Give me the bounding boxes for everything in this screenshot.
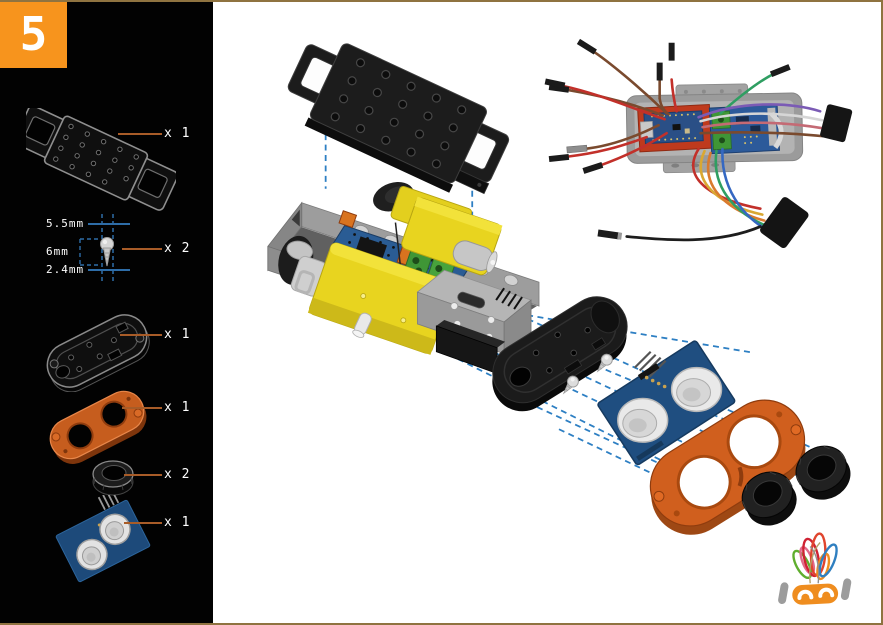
sensor-ring-icon [92, 460, 134, 496]
exploded-assembly-diagram [267, 38, 853, 605]
part-count: x 1 [164, 400, 191, 415]
screw-dimension-diagram [79, 214, 130, 284]
sensor-rings-3d [741, 445, 851, 526]
part-count: x 1 [164, 126, 191, 141]
logo-face [792, 583, 839, 605]
callout-line [124, 474, 162, 476]
callout-line [122, 248, 162, 250]
screw-length-dimension: 6mm [46, 245, 69, 258]
wire-connector-tips [544, 38, 853, 249]
callout-line [122, 407, 162, 409]
main-diagram-area [213, 2, 881, 623]
screw-glyph [100, 237, 114, 267]
callout-line [120, 334, 162, 336]
logo-hair-wires [792, 532, 838, 584]
step-number-badge: 5 [0, 2, 67, 68]
step-number: 5 [19, 7, 48, 61]
part-count: x 2 [164, 467, 191, 482]
callout-line [118, 133, 162, 135]
logo-left-wheel [778, 582, 789, 605]
part-count: x 2 [164, 241, 191, 256]
parts-sidebar: 5 x 1 5.5mm 6mm 2.4mm [0, 2, 213, 623]
screw-head-dimension: 5.5mm [46, 217, 85, 230]
logo-right-wheel [840, 578, 852, 601]
callout-line [124, 522, 162, 524]
mounting-screws-3d [562, 353, 613, 395]
sensor-bracket-icon [49, 390, 147, 464]
sensor-holder-3d [492, 296, 628, 412]
part-count: x 1 [164, 327, 191, 342]
top-plate-3d [287, 43, 510, 195]
ultrasonic-sensor-3d [597, 340, 736, 466]
brand-logo [778, 532, 852, 605]
ultrasonic-sensor-icon [55, 495, 151, 583]
robot-chassis-3d [267, 182, 540, 375]
sensor-bracket-3d [649, 399, 806, 535]
part-count: x 1 [164, 515, 191, 530]
screw-thread-dimension: 2.4mm [46, 263, 85, 276]
sensor-holder-icon [46, 314, 150, 392]
wiring-photo [544, 38, 853, 249]
chassis-top-plate-icon [26, 108, 176, 211]
